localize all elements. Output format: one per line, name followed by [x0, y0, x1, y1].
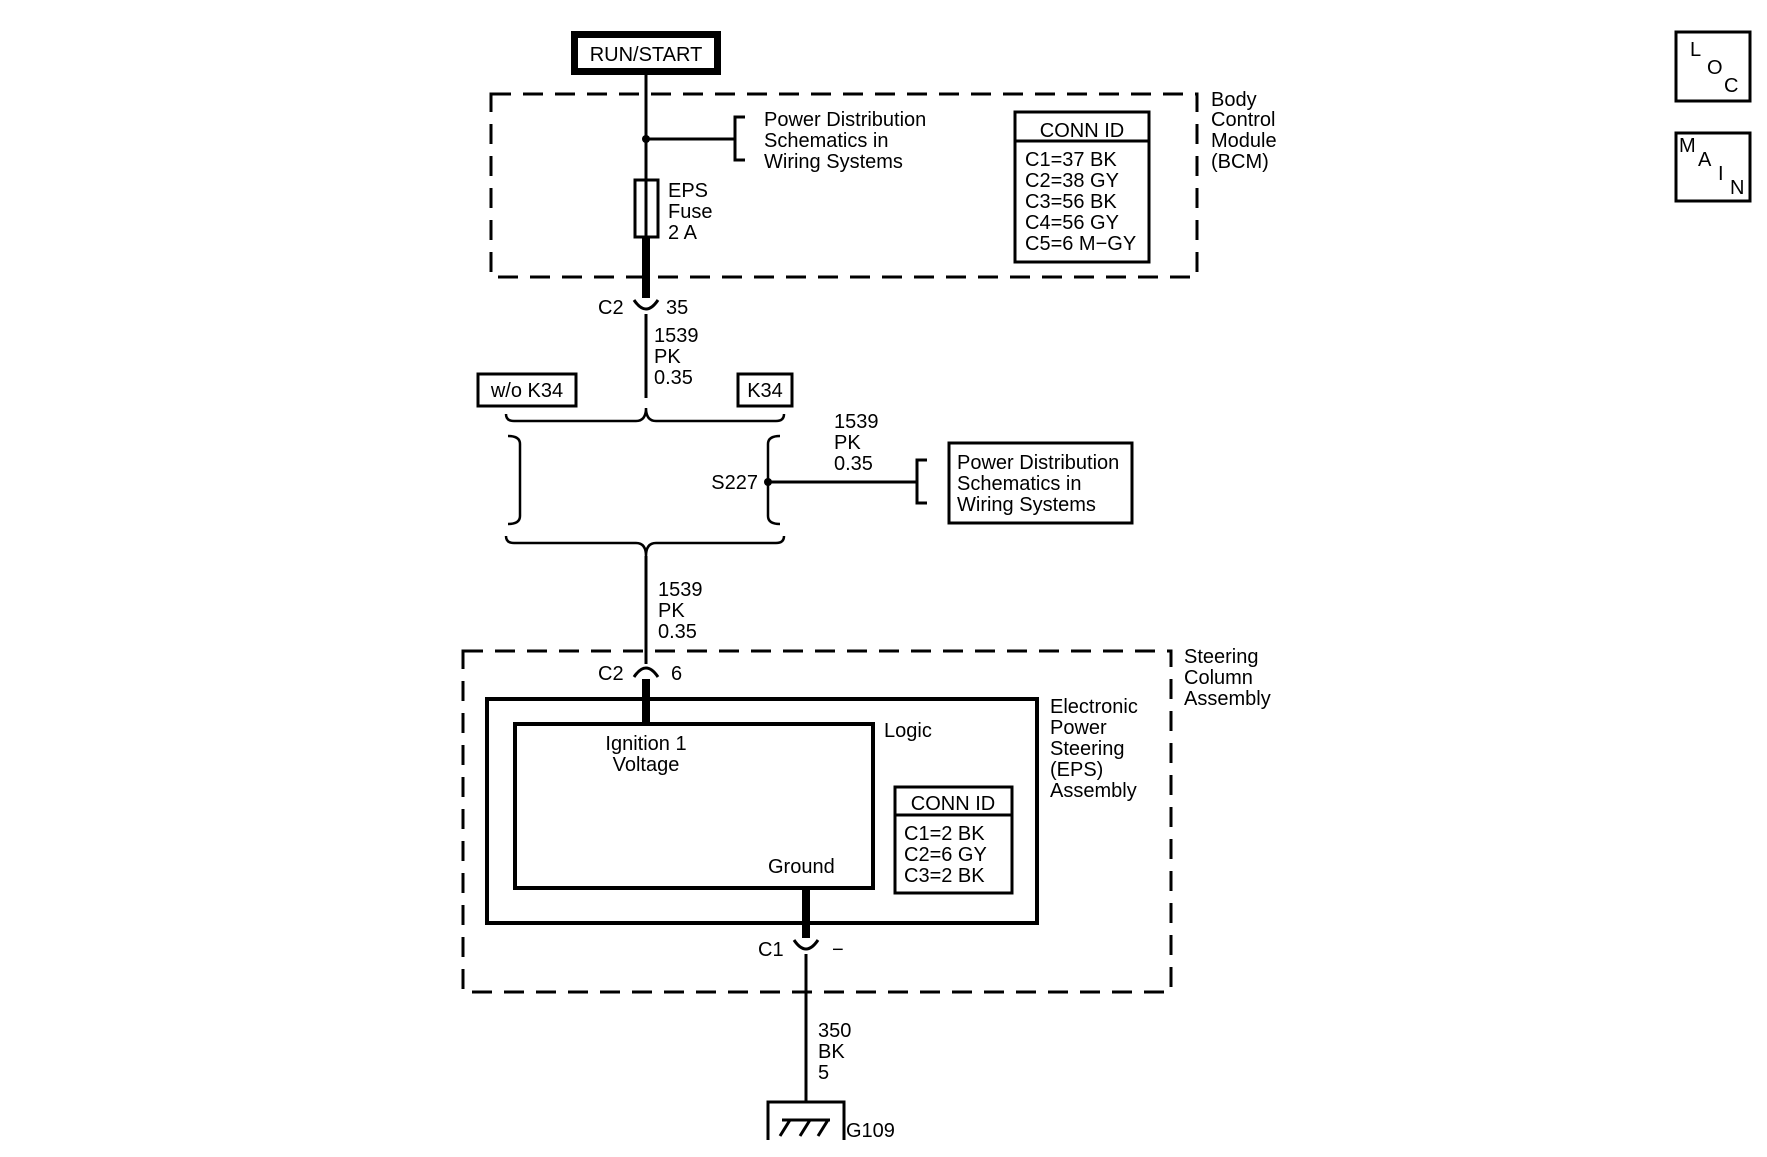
svg-text:C2=6 GY: C2=6 GY	[904, 844, 987, 866]
svg-text:N: N	[1730, 177, 1744, 199]
svg-text:1539: 1539	[834, 411, 879, 433]
svg-text:BK: BK	[818, 1041, 845, 1063]
svg-text:6: 6	[671, 663, 682, 685]
svg-text:C1=37 BK: C1=37 BK	[1025, 149, 1117, 171]
eps-conn-id-table: CONN ID C1=2 BK C2=6 GY C3=2 BK	[893, 785, 1014, 895]
power-source: RUN/START	[571, 31, 721, 75]
svg-text:0.35: 0.35	[834, 453, 873, 475]
loc-button[interactable]: L O C	[1674, 30, 1752, 103]
svg-text:Schematics in: Schematics in	[957, 473, 1082, 495]
svg-text:Schematics in: Schematics in	[764, 130, 889, 152]
power-ref-text-top[interactable]: Power Distribution Schematics in Wiring …	[764, 109, 926, 173]
svg-text:O: O	[1707, 57, 1723, 79]
svg-text:PK: PK	[834, 432, 861, 454]
eps-label: Electronic Power Steering (EPS) Assembly	[1050, 696, 1138, 802]
svg-text:C3=2 BK: C3=2 BK	[904, 865, 985, 887]
option-brace-bottom	[504, 535, 786, 557]
svg-text:Fuse: Fuse	[668, 201, 712, 223]
bcm-label: Body Control Module (BCM)	[1211, 89, 1277, 173]
svg-text:Voltage: Voltage	[613, 754, 680, 776]
svg-text:Module: Module	[1211, 130, 1277, 152]
svg-text:Power: Power	[1050, 717, 1107, 739]
svg-text:EPS: EPS	[668, 180, 708, 202]
svg-text:Body: Body	[1211, 89, 1257, 111]
svg-text:Steering: Steering	[1184, 646, 1259, 668]
svg-text:350: 350	[818, 1020, 851, 1042]
svg-text:C3=56 BK: C3=56 BK	[1025, 191, 1117, 213]
fuse-label: EPS Fuse 2 A	[668, 180, 712, 244]
ground-label: Ground	[768, 856, 835, 878]
svg-text:Power Distribution: Power Distribution	[764, 109, 926, 131]
connector-c1-ground: C1 −	[758, 939, 844, 961]
svg-text:K34: K34	[747, 380, 783, 402]
svg-text:Power Distribution: Power Distribution	[957, 452, 1119, 474]
svg-text:Control: Control	[1211, 109, 1275, 131]
logic-label: Logic	[884, 720, 932, 742]
svg-text:I: I	[1718, 163, 1724, 185]
bcm-conn-id-table: CONN ID C1=37 BK C2=38 GY C3=56 BK C4=56…	[1013, 110, 1151, 264]
svg-text:1539: 1539	[654, 325, 699, 347]
svg-text:C2=38 GY: C2=38 GY	[1025, 170, 1119, 192]
svg-text:−: −	[832, 939, 844, 961]
svg-text:1539: 1539	[658, 579, 703, 601]
ground-g109-label: G109	[846, 1120, 895, 1142]
svg-text:Wiring Systems: Wiring Systems	[764, 151, 903, 173]
svg-text:2 A: 2 A	[668, 222, 698, 244]
power-source-label: RUN/START	[590, 44, 703, 66]
option-brace-top	[504, 407, 786, 423]
wire-lower-label: 1539 PK 0.35	[658, 579, 703, 643]
ground-wire-label: 350 BK 5	[818, 1020, 851, 1084]
eps-assembly-box	[485, 697, 1039, 925]
svg-text:PK: PK	[654, 346, 681, 368]
power-ref-box-splice[interactable]: Power Distribution Schematics in Wiring …	[947, 441, 1134, 525]
svg-text:Ignition 1: Ignition 1	[605, 733, 686, 755]
svg-text:C5=6 M−GY: C5=6 M−GY	[1025, 233, 1136, 255]
svg-text:w/o K34: w/o K34	[490, 380, 563, 402]
svg-text:0.35: 0.35	[658, 621, 697, 643]
svg-text:0.35: 0.35	[654, 367, 693, 389]
eps-logic-box	[513, 722, 875, 890]
ground-g109-symbol	[766, 1100, 846, 1140]
svg-text:(BCM): (BCM)	[1211, 151, 1269, 173]
svg-text:C2: C2	[598, 663, 624, 685]
svg-text:Wiring Systems: Wiring Systems	[957, 494, 1096, 516]
option-tag-k34: K34	[736, 372, 794, 408]
svg-text:CONN ID: CONN ID	[1040, 120, 1124, 142]
connector-c2-6: C2 6	[598, 663, 682, 685]
svg-text:35: 35	[666, 297, 688, 319]
svg-text:C1: C1	[758, 939, 784, 961]
svg-text:Steering: Steering	[1050, 738, 1125, 760]
svg-text:Electronic: Electronic	[1050, 696, 1138, 718]
power-ref-bracket-top	[733, 115, 745, 162]
svg-text:Column: Column	[1184, 667, 1253, 689]
wire-upper-label: 1539 PK 0.35	[654, 325, 699, 389]
svg-text:L: L	[1690, 39, 1701, 61]
svg-text:A: A	[1698, 149, 1712, 171]
steering-column-enclosure	[461, 649, 1173, 994]
svg-text:C2: C2	[598, 297, 624, 319]
svg-text:CONN ID: CONN ID	[911, 793, 995, 815]
svg-text:PK: PK	[658, 600, 685, 622]
main-button[interactable]: M A I N	[1674, 131, 1752, 203]
svg-text:C1=2 BK: C1=2 BK	[904, 823, 985, 845]
connector-c2-35: C2 35	[598, 297, 688, 319]
splice-wire-label: 1539 PK 0.35	[834, 411, 879, 475]
ignition-voltage-label: Ignition 1 Voltage	[605, 733, 686, 776]
power-ref-bracket-splice	[915, 458, 927, 505]
bcm-enclosure	[489, 92, 1199, 279]
svg-text:Assembly: Assembly	[1050, 780, 1137, 802]
option-tag-without-k34: w/o K34	[476, 372, 578, 408]
option-path-without-k34	[507, 434, 522, 526]
steering-column-label: Steering Column Assembly	[1184, 646, 1271, 710]
svg-text:C4=56 GY: C4=56 GY	[1025, 212, 1119, 234]
svg-text:Assembly: Assembly	[1184, 688, 1271, 710]
svg-text:(EPS): (EPS)	[1050, 759, 1103, 781]
svg-text:M: M	[1679, 135, 1696, 157]
svg-text:5: 5	[818, 1062, 829, 1084]
svg-text:C: C	[1724, 75, 1738, 97]
splice-s227-label: S227	[711, 472, 758, 494]
